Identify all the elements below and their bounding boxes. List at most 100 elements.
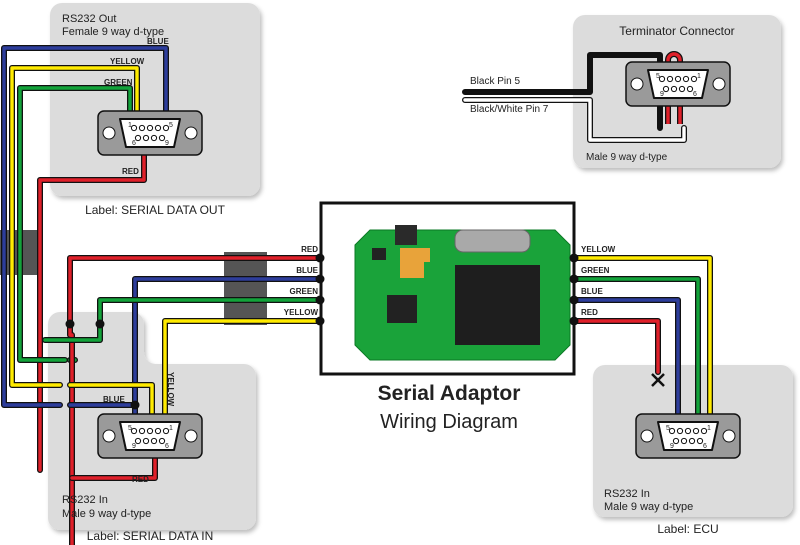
terminator-cable-label-pin7: Black/White Pin 7 [470, 104, 549, 115]
adaptor-left-label-green: GREEN [290, 287, 319, 296]
terminator-pin [670, 85, 678, 93]
wires-layer [1, 45, 713, 545]
ecu-pin [692, 427, 700, 435]
terminator-pin [682, 75, 690, 83]
unconnected-x-icon [651, 373, 665, 387]
rs232-out-pin [158, 134, 166, 142]
adaptor-right-terminal [569, 295, 579, 305]
crossing-band-mid [224, 252, 267, 325]
wire-yellow-out [10, 66, 139, 387]
rs232-in-pin [130, 427, 138, 435]
rs232-in-pin-number: 9 [132, 443, 136, 450]
terminator-loop-red [666, 52, 682, 124]
adaptor-left-terminal [315, 253, 325, 263]
ecu-pin [672, 437, 680, 445]
rs232-out-caption: Label: SERIAL DATA OUT [85, 203, 225, 217]
rs232-in-pin [150, 437, 158, 445]
junction-dot-red [65, 319, 75, 329]
wire-red-ecu-outline [571, 318, 661, 375]
rs232-out-pin-number: 9 [165, 140, 169, 147]
adaptor-right-label-green: GREEN [581, 266, 610, 275]
ecu-pin-number: 6 [703, 443, 707, 450]
terminator-type: Male 9 way d-type [586, 152, 668, 163]
ecu-mount-hole-right [722, 429, 736, 443]
terminator-pin-number: 5 [656, 73, 660, 80]
terminator-heading: Terminator Connector [619, 24, 734, 38]
terminator-pin-number: 9 [660, 91, 664, 98]
rs232-out-pin-number: 6 [132, 140, 136, 147]
terminator-mount-hole-left [630, 77, 644, 91]
rs232-out-pin-number: 5 [169, 122, 173, 129]
terminator-pin [658, 75, 666, 83]
title-sub: Wiring Diagram [380, 411, 518, 433]
rs232-in-wire-label-red: RED [132, 475, 149, 484]
adaptor-right-label-yellow: YELLOW [581, 245, 616, 254]
adaptor-left-terminal [315, 295, 325, 305]
rs232-out-pin [138, 124, 146, 132]
wire-blue-ecu [572, 298, 680, 432]
rs232-out-pin [142, 134, 150, 142]
terminator-pin [662, 85, 670, 93]
rs232-out-heading: RS232 Out [62, 13, 116, 25]
terminator-pin [666, 75, 674, 83]
rs232-in-pin [154, 427, 162, 435]
rs232-in-caption: Label: SERIAL DATA IN [87, 529, 214, 543]
rs232-out-pin [154, 124, 162, 132]
ecu-pin-number: 9 [670, 443, 674, 450]
ecu-pin [688, 437, 696, 445]
adaptor-left-label-red: RED [301, 245, 318, 254]
rs232-out-pin [150, 134, 158, 142]
adaptor-left-terminal [315, 316, 325, 326]
terminator-cable-label-pin5: Black Pin 5 [470, 76, 520, 87]
title-main: Serial Adaptor [378, 382, 521, 405]
adaptor-right-label-red: RED [581, 308, 598, 317]
adaptor-left-label-yellow: YELLOW [284, 308, 319, 317]
ecu-pin-number: 5 [666, 425, 670, 432]
wire-red-out [38, 140, 146, 472]
rs232-in-pin [138, 427, 146, 435]
rs232-in-mount-hole-right [184, 429, 198, 443]
terminator-pin-number: 6 [693, 91, 697, 98]
rs232-out-pin [162, 124, 170, 132]
rs232-in-pin-number: 1 [169, 425, 173, 432]
terminator-mount-hole-right [712, 77, 726, 91]
rs232-in-connector: 5 1 9 6 [97, 413, 203, 459]
rs232-out-wire-label-red: RED [122, 167, 139, 176]
rs232-out-mount-hole-left [102, 126, 116, 140]
junction-dot-green [95, 319, 105, 329]
adaptor-right-terminal [569, 253, 579, 263]
rs232-out-wire-label-yellow: YELLOW [110, 57, 145, 66]
ecu-pin [696, 437, 704, 445]
rs232-in-pin [158, 437, 166, 445]
adaptor-right-label-blue: BLUE [581, 287, 603, 296]
ecu-caption: Label: ECU [657, 522, 718, 536]
rs232-out-pin [130, 124, 138, 132]
terminator-pin [686, 85, 694, 93]
rs232-out-pin [146, 124, 154, 132]
rs232-in-mount-hole-left [102, 429, 116, 443]
terminator-pin [690, 75, 698, 83]
cable-black-white-pin7 [463, 98, 686, 142]
rs232-out-wire-label-blue: BLUE [147, 37, 169, 46]
ecu-pin [668, 427, 676, 435]
rs232-in-pin-number: 5 [128, 425, 132, 432]
rs232-out-type: Female 9 way d-type [62, 26, 164, 38]
adaptor-right-terminal [569, 316, 579, 326]
ecu-heading: RS232 In [604, 488, 650, 500]
rs232-in-pin [134, 437, 142, 445]
rs232-out-pin [134, 134, 142, 142]
wire-yellow-bridge [68, 383, 154, 422]
ecu-mount-hole-left [640, 429, 654, 443]
ecu-pin [680, 437, 688, 445]
terminator-pin-number: 1 [697, 73, 701, 80]
adaptor-right-terminal [569, 274, 579, 284]
rs232-in-pin [162, 427, 170, 435]
rs232-out-wire-label-green: GREEN [104, 78, 133, 87]
terminator-connector: 5 1 9 6 [625, 61, 731, 107]
rs232-out-mount-hole-right [184, 126, 198, 140]
rs232-in-pin [142, 437, 150, 445]
rs232-in-pin-number: 6 [165, 443, 169, 450]
